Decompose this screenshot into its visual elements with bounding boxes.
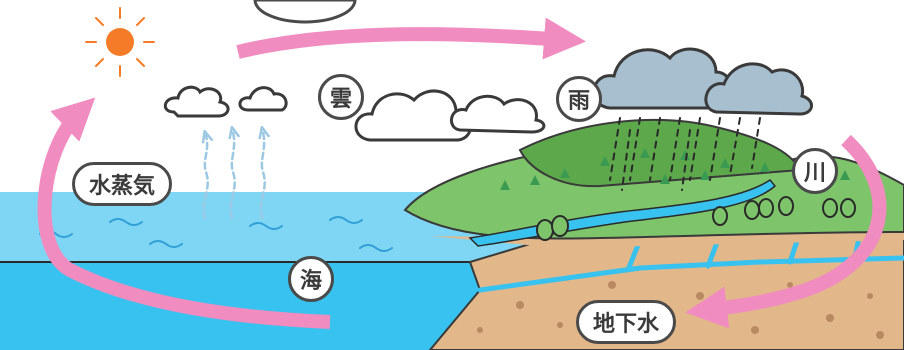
vapor-label: 水蒸気: [72, 162, 173, 206]
arrow-left: [37, 97, 331, 329]
evaporation-arrows: [204, 132, 265, 220]
trees: [536, 196, 856, 241]
land: [403, 118, 904, 350]
rain-drops: [609, 117, 761, 191]
sea-label: 海: [288, 256, 334, 302]
waves: [39, 216, 393, 252]
rain-clouds: [592, 47, 813, 116]
white-clouds: [163, 85, 546, 142]
cloud-label: 雲: [318, 74, 364, 120]
arrow-right: [685, 134, 887, 329]
rain-label: 雨: [556, 76, 602, 122]
sun: [85, 7, 155, 77]
top-circle: [253, 0, 357, 24]
river-label: 川: [792, 148, 838, 194]
groundwater-label: 地下水: [576, 300, 677, 344]
hill-plants: [500, 148, 850, 190]
cloud-large-2: [450, 94, 546, 134]
cycle-arrows: [37, 17, 887, 329]
arrow-top: [236, 17, 586, 60]
